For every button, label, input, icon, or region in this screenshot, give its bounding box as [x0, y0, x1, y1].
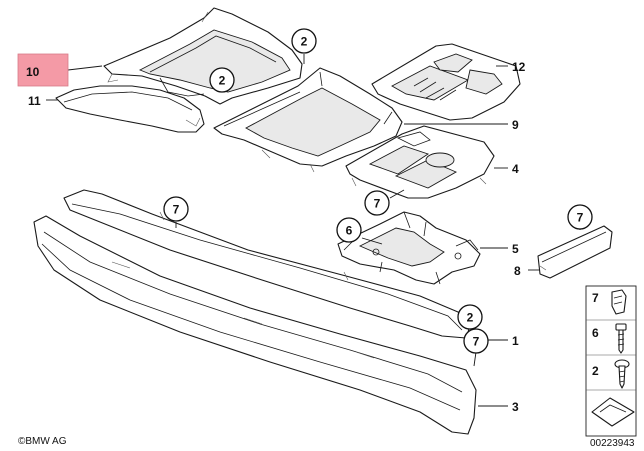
callout-11[interactable]: 11 — [28, 94, 41, 108]
part-8-trim-strip[interactable] — [537, 225, 613, 279]
self-tapping-screw-icon — [614, 359, 630, 389]
callout-7-label: 7 — [473, 335, 480, 349]
callout-10-label: 10 — [26, 65, 40, 79]
callout-6[interactable]: 6 — [336, 217, 362, 243]
callout-7-label: 7 — [374, 197, 381, 211]
callout-10[interactable]: 10 — [17, 53, 69, 87]
callout-10-highlight — [17, 53, 69, 87]
callout-12[interactable]: 12 — [512, 60, 526, 74]
callout-circle — [209, 67, 235, 93]
callout-circle — [291, 28, 317, 54]
callout-circle — [364, 190, 390, 216]
callout-2-label: 2 — [467, 311, 474, 325]
callout-9[interactable]: 9 — [512, 118, 519, 132]
arrow-icon — [591, 397, 635, 427]
callout-2-upper-left[interactable]: 2 — [209, 67, 235, 93]
part-9-trim-frame[interactable] — [213, 67, 403, 173]
callout-6-label: 6 — [346, 224, 353, 238]
part-4-center-plate[interactable] — [345, 125, 495, 199]
callout-5[interactable]: 5 — [512, 242, 519, 256]
part-3-side-trim[interactable] — [33, 215, 477, 435]
callout-circle — [457, 304, 483, 330]
callout-8[interactable]: 8 — [514, 264, 521, 278]
callout-7-right[interactable]: 7 — [567, 204, 593, 230]
callout-circle — [567, 204, 593, 230]
callout-7-lower[interactable]: 7 — [463, 328, 489, 354]
callout-7-label: 7 — [173, 203, 180, 217]
callout-7-upper-left[interactable]: 7 — [163, 196, 189, 222]
copyright-label: ©BMW AG — [18, 436, 67, 447]
part-12-selector-trim[interactable] — [371, 43, 521, 121]
legend-label-2: 2 — [592, 364, 599, 378]
legend-label-7: 7 — [592, 291, 599, 305]
callout-2-label: 2 — [301, 35, 308, 49]
clip-icon — [611, 289, 627, 315]
screw-icon — [615, 323, 627, 354]
drawing-number: 00223943 — [590, 438, 635, 449]
callout-3[interactable]: 3 — [512, 400, 519, 414]
callout-1[interactable]: 1 — [512, 334, 519, 348]
part-11-cover[interactable] — [55, 85, 205, 133]
callout-circle — [163, 196, 189, 222]
callout-2-lower[interactable]: 2 — [457, 304, 483, 330]
part-5-bracket[interactable] — [337, 211, 481, 285]
callout-2-label: 2 — [219, 74, 226, 88]
callout-2-upper-right[interactable]: 2 — [291, 28, 317, 54]
callout-circle — [336, 217, 362, 243]
leader-lines — [46, 54, 581, 407]
part-10-storage-frame[interactable] — [103, 7, 303, 105]
callout-circle — [463, 328, 489, 354]
callout-7-label: 7 — [577, 211, 584, 225]
legend-label-6: 6 — [592, 326, 599, 340]
callout-4[interactable]: 4 — [512, 162, 519, 176]
fastener-legend: 7 6 2 — [585, 285, 637, 437]
callout-7-center[interactable]: 7 — [364, 190, 390, 216]
